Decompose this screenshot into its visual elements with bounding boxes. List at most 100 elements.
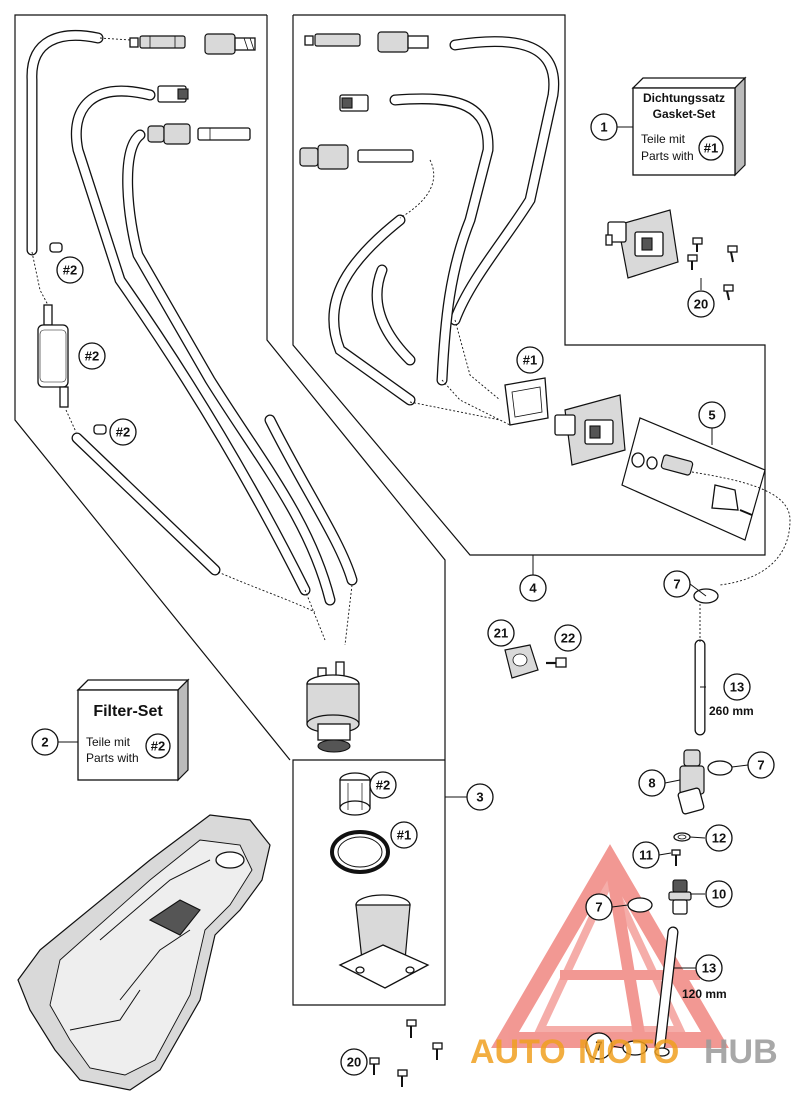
fuel-pump [306,661,360,753]
callout-21: 21 [487,619,515,647]
callout-12: 12 [705,824,733,852]
callout-13-a: 13 [723,673,751,701]
group-outline-left [14,14,291,761]
callout-5: 5 [698,401,726,429]
svg-text:10: 10 [712,887,726,902]
hose-13-short [622,926,679,1057]
callout-20-a: 20 [687,290,715,318]
filter-set-box: Filter-Set Teile mit Parts with #2 [76,678,190,782]
callout-20-b: 20 [340,1048,368,1076]
svg-text:7: 7 [595,1039,602,1054]
svg-text:4: 4 [529,581,537,596]
svg-text:13: 13 [702,961,716,976]
screws-20-bottom [369,1019,443,1087]
pump-housing [338,894,430,989]
pump-filter-sleeve [339,772,371,816]
callout-13-b: 13 [695,954,723,982]
tag-1-a: #1 [516,346,544,374]
filter-set-parts-en: Parts with [86,751,139,765]
flange-top-right [605,209,679,279]
length-label-120: 120 mm [682,987,727,1001]
gasket-set-title-en: Gasket-Set [653,107,716,121]
gasket-set-tag: #1 [698,135,724,161]
svg-text:8: 8 [648,776,655,791]
callout-11: 11 [632,841,660,869]
svg-text:22: 22 [561,631,575,646]
tag-1-b: #1 [390,821,418,849]
svg-text:#2: #2 [63,263,77,278]
svg-text:13: 13 [730,680,744,695]
gasket-set-parts-de: Teile mit [641,132,686,146]
svg-text:7: 7 [757,758,764,773]
svg-text:7: 7 [673,577,680,592]
screws-20-top [687,237,738,301]
svg-text:5: 5 [708,408,715,423]
callout-2: 2 [31,728,59,756]
tag-2-d: #2 [369,771,397,799]
screw-22 [546,657,567,668]
watermark-text: AUTO MOTO HUB [470,1033,778,1071]
svg-text:#1: #1 [523,353,537,368]
gasket-set-title-de: Dichtungssatz [643,91,725,105]
callout-7-d: 7 [585,1032,613,1060]
svg-text:#2: #2 [376,778,390,793]
connector-set-left-top [129,33,256,55]
tag-2-c: #2 [109,418,137,446]
elbow-connector-8 [677,749,733,815]
svg-text:#1: #1 [704,141,718,156]
connector-set-right [299,31,429,170]
fitting-10-11-12 [627,832,692,915]
callout-10: 10 [705,880,733,908]
pump-gasket-ring [330,830,390,874]
filter-pipe-bottom [59,386,69,408]
svg-text:3: 3 [476,790,483,805]
fuel-tank [17,814,271,1091]
callout-1: 1 [590,113,618,141]
tag-2-a: #2 [56,256,84,284]
filter-set-title: Filter-Set [93,703,163,720]
filter-set-tag: #2 [145,733,171,759]
clip-21 [504,644,539,679]
left-hose-assembly [26,29,358,646]
svg-text:2: 2 [41,735,48,750]
flange-gasket [504,377,549,426]
svg-text:12: 12 [712,831,726,846]
flange-with-connector [554,394,626,466]
electric-plug-left [157,85,189,103]
svg-text:20: 20 [694,297,708,312]
svg-text:AUTO: AUTO [470,1033,566,1071]
callout-7-a: 7 [663,570,691,598]
connector-set-left-mid [147,123,251,145]
callout-8: 8 [638,769,666,797]
clamp-small-2 [93,424,107,435]
filter-set-parts-de: Teile mit [86,735,131,749]
callout-7-c: 7 [585,893,613,921]
svg-text:1: 1 [600,120,607,135]
gasket-set-box: Dichtungssatz Gasket-Set Teile mit Parts… [631,76,747,177]
filter-pipe-top [43,304,53,326]
hose-assembly-4 [328,36,560,426]
callout-7-b: 7 [747,751,775,779]
svg-text:MOTO: MOTO [578,1033,679,1071]
group-5 [621,417,791,586]
group-outline-4 [292,14,766,556]
gasket-set-parts-en: Parts with [641,149,694,163]
fuel-filter [37,324,69,388]
tag-2-b: #2 [78,342,106,370]
callout-22: 22 [554,624,582,652]
svg-text:7: 7 [595,900,602,915]
svg-text:11: 11 [639,848,653,863]
svg-text:#2: #2 [151,739,165,754]
clamp-small-1 [49,242,63,253]
length-label-260: 260 mm [709,704,754,718]
svg-text:20: 20 [347,1055,361,1070]
svg-text:#2: #2 [116,425,130,440]
svg-text:#1: #1 [397,828,411,843]
svg-text:HUB: HUB [704,1033,778,1071]
svg-text:#2: #2 [85,349,99,364]
svg-text:21: 21 [494,626,508,641]
group-outline-3 [266,15,446,1006]
callout-4: 4 [519,574,547,602]
